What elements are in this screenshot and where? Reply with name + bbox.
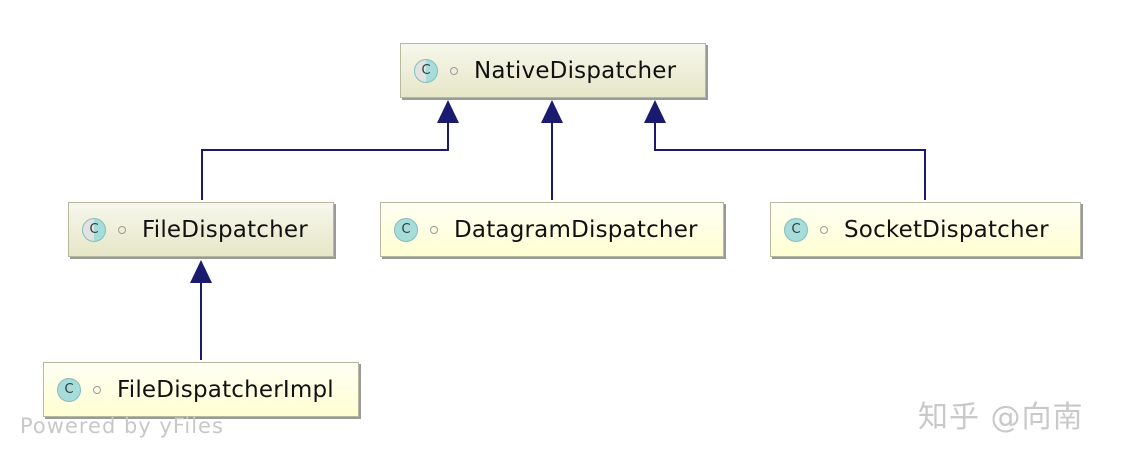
node-label: NativeDispatcher xyxy=(474,57,677,84)
package-private-visibility-icon xyxy=(450,66,458,75)
node-label: DatagramDispatcher xyxy=(454,216,698,243)
arrowhead-fileimpl-to-file xyxy=(190,260,212,283)
node-file-dispatcher[interactable]: C FileDispatcher xyxy=(68,202,334,257)
edge-socket-to-native xyxy=(654,122,926,200)
abstract-class-icon: C xyxy=(82,217,106,242)
powered-by-credit: Powered by yFiles xyxy=(20,414,224,438)
watermark: 知乎 @向南 xyxy=(918,400,1084,435)
package-private-visibility-icon xyxy=(118,225,126,234)
class-icon: C xyxy=(394,217,418,242)
class-icon: C xyxy=(57,377,81,402)
arrowhead-datagram-to-native xyxy=(541,100,563,123)
abstract-class-icon: C xyxy=(414,58,438,83)
edge-file-to-native xyxy=(201,122,449,200)
package-private-visibility-icon xyxy=(820,225,828,234)
node-socket-dispatcher[interactable]: C SocketDispatcher xyxy=(770,202,1081,257)
node-file-dispatcher-impl[interactable]: C FileDispatcherImpl xyxy=(43,362,359,417)
arrowhead-file-to-native xyxy=(437,100,459,123)
package-private-visibility-icon xyxy=(93,385,101,394)
arrowhead-socket-to-native xyxy=(644,100,666,123)
class-icon: C xyxy=(784,217,808,242)
node-label: FileDispatcher xyxy=(142,216,308,243)
package-private-visibility-icon xyxy=(430,225,438,234)
node-label: FileDispatcherImpl xyxy=(117,376,334,403)
node-datagram-dispatcher[interactable]: C DatagramDispatcher xyxy=(380,202,724,257)
node-native-dispatcher[interactable]: C NativeDispatcher xyxy=(400,43,706,98)
node-label: SocketDispatcher xyxy=(844,216,1049,243)
